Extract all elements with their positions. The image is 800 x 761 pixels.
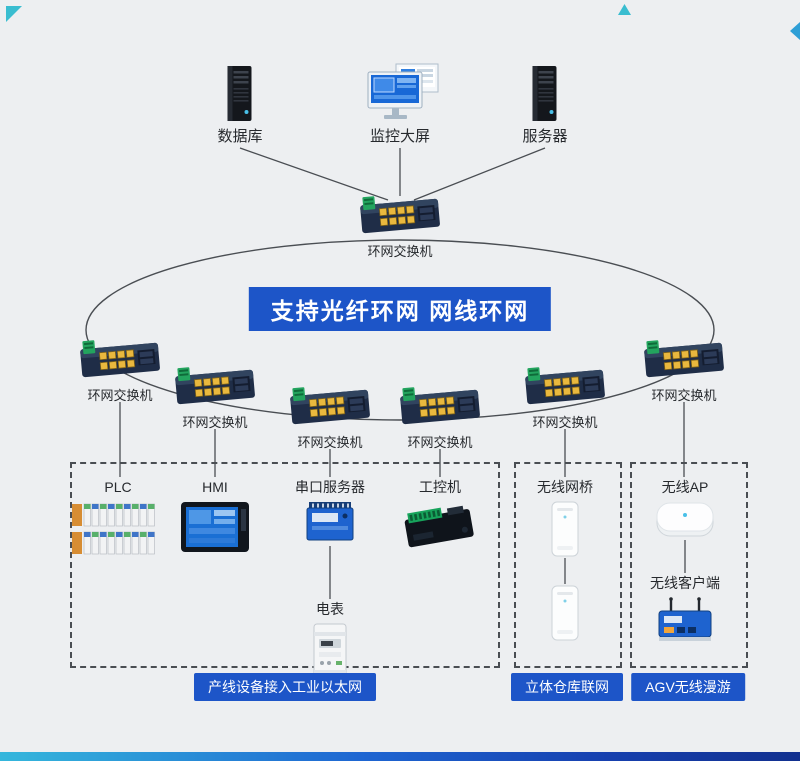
- server-label: 服务器: [522, 128, 568, 145]
- ring-switch-icon: [356, 190, 444, 240]
- ring-switch-icon: [396, 381, 484, 431]
- ring-switch-2-node: 环网交换机: [171, 361, 259, 431]
- decor-triangle-top-center: [618, 4, 631, 15]
- wireless-ap-icon: [652, 500, 718, 540]
- ring-banner: 支持光纤环网 网线环网: [248, 287, 552, 331]
- ring-switch-5-node: 环网交换机: [521, 361, 609, 431]
- monitor-wall-node: 监控大屏: [358, 62, 442, 146]
- server-tower-icon: [524, 64, 566, 124]
- monitor-wall-label: 监控大屏: [369, 128, 430, 145]
- database-node: 数据库: [217, 64, 263, 146]
- industrial-pc-icon: [400, 500, 480, 554]
- core-switch-label: 环网交换机: [367, 244, 433, 259]
- wireless-bridge-icon: [547, 500, 583, 558]
- wireless-ap-label: 无线AP: [661, 479, 709, 495]
- power-meter-label: 电表: [316, 601, 344, 617]
- bottom-accent-bar: [0, 752, 800, 761]
- serial-server-label: 串口服务器: [295, 479, 365, 495]
- production-zone-badge: 产线设备接入工业以太网: [194, 673, 376, 701]
- ring-switch-3-label: 环网交换机: [297, 435, 363, 450]
- plc-modules-icon: [70, 500, 166, 558]
- server-node: 服务器: [522, 64, 568, 146]
- database-label: 数据库: [217, 128, 263, 145]
- ring-switch-1-node: 环网交换机: [76, 334, 164, 404]
- ring-switch-icon: [521, 361, 609, 411]
- wireless-bridge-icon: [547, 584, 583, 642]
- plc-label: PLC: [104, 479, 132, 495]
- hmi-panel-icon: [179, 500, 251, 554]
- server-tower-icon: [219, 64, 261, 124]
- wireless-client-icon: [651, 596, 719, 648]
- ring-switch-4-node: 环网交换机: [396, 381, 484, 451]
- ring-switch-6-node: 环网交换机: [640, 334, 728, 404]
- ring-switch-5-label: 环网交换机: [532, 415, 598, 430]
- wireless-ap-node: 无线AP: [652, 479, 718, 540]
- ring-switch-3-node: 环网交换机: [286, 381, 374, 451]
- warehouse-zone-box: [514, 462, 622, 668]
- ring-switch-icon: [76, 334, 164, 384]
- hmi-node: HMI: [179, 479, 251, 554]
- power-meter-node: 电表: [307, 601, 353, 678]
- production-zone-box: [70, 462, 500, 668]
- ring-switch-2-label: 环网交换机: [182, 415, 248, 430]
- ring-switch-4-label: 环网交换机: [407, 435, 473, 450]
- industrial-pc-label: 工控机: [419, 479, 461, 495]
- core-switch-node: 环网交换机: [356, 190, 444, 260]
- plc-node: PLC: [70, 479, 166, 558]
- wireless-bridge-node-2: [547, 584, 583, 642]
- ring-switch-1-label: 环网交换机: [87, 388, 153, 403]
- serial-server-icon: [299, 500, 361, 546]
- decor-triangle-right-edge: [790, 22, 800, 40]
- agv-zone-box: [630, 462, 748, 668]
- industrial-pc-node: 工控机: [400, 479, 480, 554]
- hmi-label: HMI: [202, 479, 228, 495]
- ring-switch-6-label: 环网交换机: [651, 388, 717, 403]
- ring-switch-icon: [286, 381, 374, 431]
- wireless-client-node: 无线客户端: [650, 575, 720, 648]
- wireless-bridge-node: 无线网桥: [537, 479, 593, 558]
- ring-switch-icon: [171, 361, 259, 411]
- ring-ellipse: [85, 239, 715, 421]
- agv-zone-badge: AGV无线漫游: [631, 673, 745, 701]
- monitor-wall-icon: [358, 62, 442, 124]
- power-meter-icon: [307, 622, 353, 678]
- serial-server-node: 串口服务器: [295, 479, 365, 546]
- warehouse-zone-badge: 立体仓库联网: [511, 673, 623, 701]
- wireless-client-label: 无线客户端: [650, 575, 720, 591]
- ring-switch-icon: [640, 334, 728, 384]
- wireless-bridge-label: 无线网桥: [537, 479, 593, 495]
